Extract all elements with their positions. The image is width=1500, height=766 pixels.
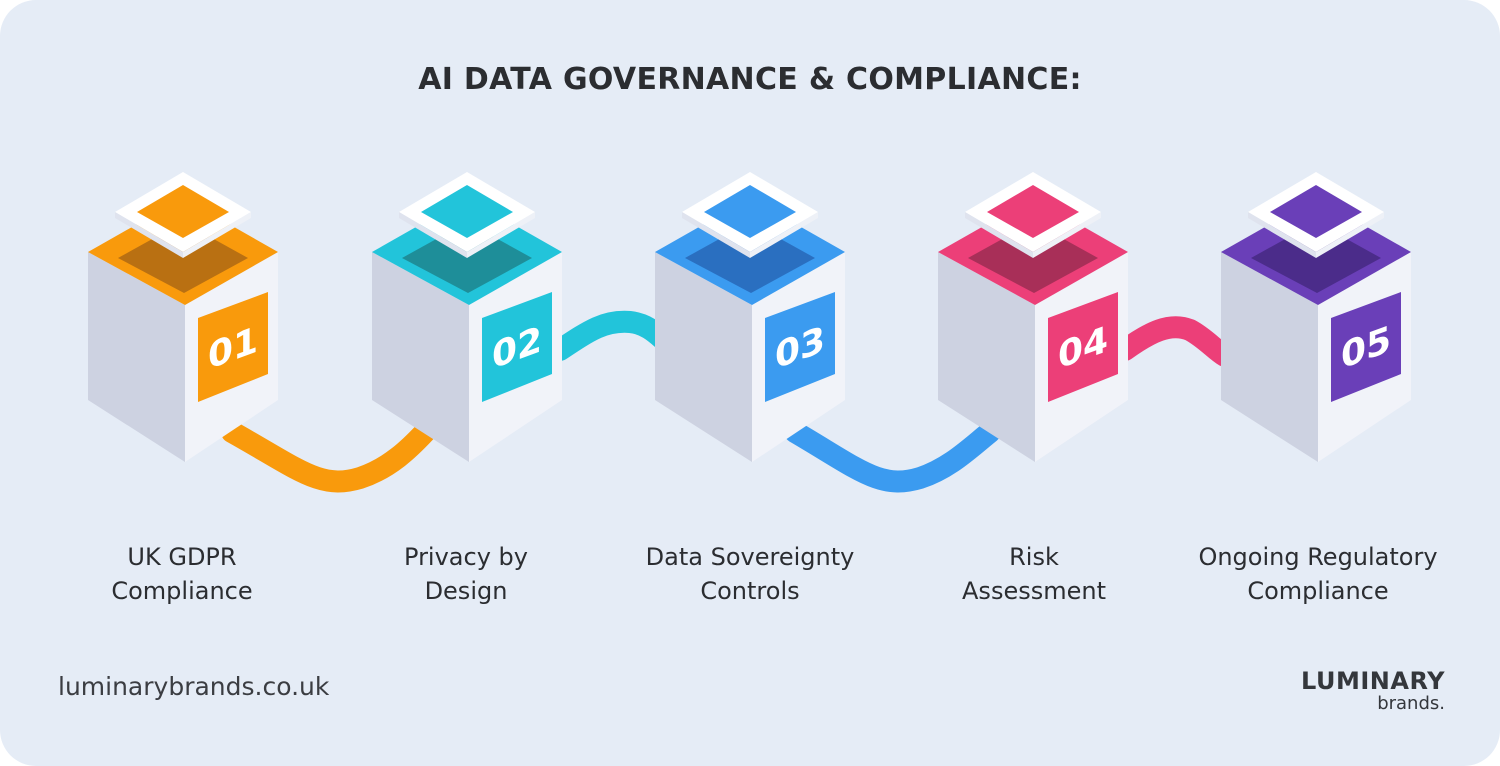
pillar-cap-edge: [682, 212, 750, 258]
step-label-line: Ongoing Regulatory: [1198, 543, 1438, 571]
pillar-cap-edge: [399, 212, 467, 258]
page-title: AI DATA GOVERNANCE & COMPLIANCE:: [418, 62, 1082, 97]
step-label-2: Privacy by Design: [316, 540, 616, 608]
step-pillar-04: 04: [938, 172, 1128, 462]
connector-1: [221, 421, 436, 493]
number-badge: [198, 292, 268, 402]
step-pillar-01: 01: [88, 172, 278, 462]
step-pillar-02: 02: [372, 172, 562, 462]
pillar-left-face: [1221, 252, 1318, 462]
pillar-left-face: [372, 252, 469, 462]
step-pillar-03: 03: [655, 172, 845, 462]
pillar-cap-inset: [137, 185, 229, 238]
pillar-left-face: [655, 252, 752, 462]
pillar-cap-inset: [421, 185, 513, 238]
connector-2: [549, 310, 681, 361]
step-label-5: Ongoing Regulatory Compliance: [1168, 540, 1468, 608]
step-label-line: Design: [424, 577, 508, 605]
step-label-3: Data Sovereignty Controls: [600, 540, 900, 608]
number-badge: [482, 292, 552, 402]
pillar-cap-inset: [987, 185, 1079, 238]
step-label-line: Data Sovereignty: [645, 543, 855, 571]
step-label-line: Compliance: [1247, 577, 1389, 605]
logo-wordmark: LUMINARY: [1301, 667, 1445, 695]
connector-3: [784, 421, 1001, 493]
logo-subtext: brands.: [1377, 693, 1445, 714]
brand-logo: LUMINARY brands.: [1240, 668, 1445, 714]
number-badge: [1331, 292, 1401, 402]
pillar-cap-edge: [183, 212, 251, 258]
pillar-left-face: [88, 252, 185, 462]
pillar-left-face: [938, 252, 1035, 462]
pillar-cap-edge: [750, 212, 818, 258]
step-label-1: UK GDPR Compliance: [32, 540, 332, 608]
step-label-line: Risk: [1009, 543, 1059, 571]
step-label-line: Controls: [700, 577, 800, 605]
pillar-cap-edge: [115, 212, 183, 258]
step-pillar-05: 05: [1221, 172, 1411, 462]
website-link[interactable]: luminarybrands.co.uk: [58, 672, 330, 701]
pillar-cap-edge: [965, 212, 1033, 258]
pillar-cap-inset: [704, 185, 796, 238]
pillar-cap-inset: [1270, 185, 1362, 238]
number-badge: [1048, 292, 1118, 402]
step-label-line: Compliance: [111, 577, 253, 605]
step-label-line: Privacy by: [404, 543, 528, 571]
step-label-line: Assessment: [962, 577, 1106, 605]
step-label-line: UK GDPR: [127, 543, 237, 571]
pillar-cap-edge: [1316, 212, 1384, 258]
step-label-4: Risk Assessment: [884, 540, 1184, 608]
pillar-cap-edge: [1248, 212, 1316, 258]
pillar-cap-edge: [1033, 212, 1101, 258]
pillar-cap-edge: [467, 212, 535, 258]
number-badge: [765, 292, 835, 402]
connector-4: [1114, 316, 1236, 367]
